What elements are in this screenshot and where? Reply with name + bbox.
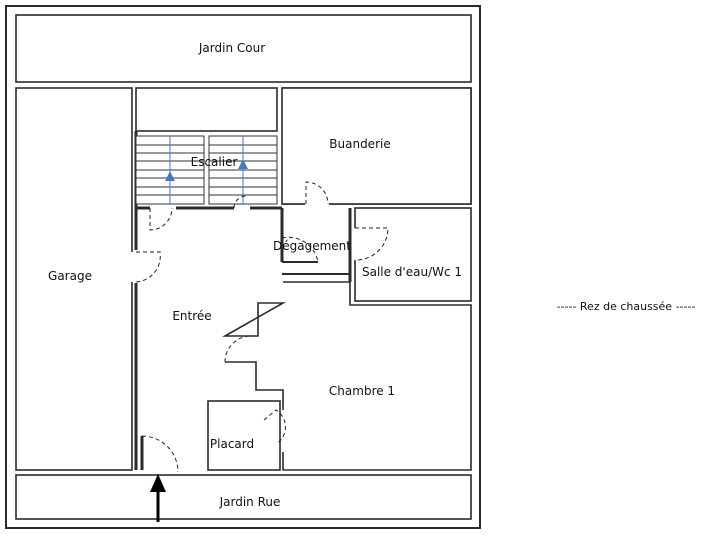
door-entree [141,435,179,473]
legend-level: ----- Rez de chaussée ----- [557,300,696,313]
door-buanderie [305,181,329,205]
room-buanderie-box [281,87,472,205]
room-jardin-rue [15,474,472,520]
label-placard: Placard [210,437,254,451]
room-garage [15,87,133,471]
label-garage: Garage [48,269,92,283]
label-salle-eau: Salle d'eau/Wc 1 [362,265,462,279]
stair-flight-right [208,135,278,205]
label-jardin-rue: Jardin Rue [219,495,281,509]
garage-door-gap [130,252,136,282]
room-salle-eau [354,207,472,302]
door-stair-left [149,207,173,231]
stair-flight-left [135,135,205,205]
door-garage [135,251,161,283]
salle-eau-door-gap [351,228,359,260]
label-entree: Entrée [172,309,211,323]
door-salle-eau [354,227,389,261]
door-placard [263,409,286,445]
door-stair-right [233,195,247,209]
buanderie-door-gap [305,200,329,208]
door-chambre [224,335,252,363]
label-buanderie: Buanderie [329,137,390,151]
label-chambre: Chambre 1 [329,384,395,398]
label-degagement: Dégagement [273,239,351,253]
label-jardin-cour: Jardin Cour [198,41,265,55]
stair-top-compartment [135,87,278,132]
entry-arrow-icon [150,474,166,492]
label-escalier: Escalier [191,155,238,169]
room-jardin-cour [15,14,472,83]
room-placard [207,400,281,471]
door-degagement [281,236,319,263]
